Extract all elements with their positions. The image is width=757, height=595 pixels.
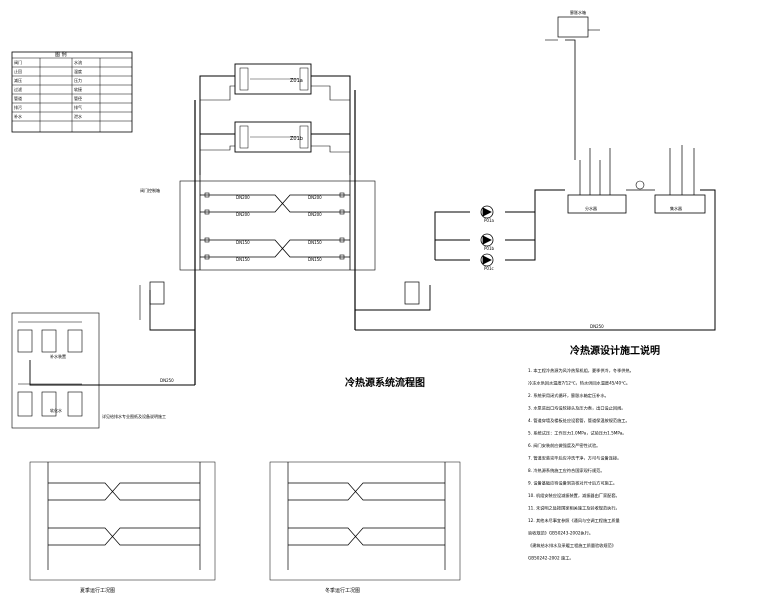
legend-cell: 管道 <box>14 95 22 101</box>
top-expansion-tank <box>557 16 589 38</box>
pump-group <box>480 205 494 267</box>
note-line: 7. 管道安装完毕后应冲洗干净，方可与设备连接。 <box>528 455 621 462</box>
side-box-label-1: 补水装置 <box>50 353 66 359</box>
note-line: 3. 水泵进出口均设软接头及压力表，出口设止回阀。 <box>528 405 625 412</box>
pump-label-2: P01b <box>484 246 495 251</box>
note-line: 11. 未说明之处按国家相关施工及验收规范执行。 <box>528 505 620 512</box>
pipe-tag: DN200 <box>308 212 322 217</box>
return-pipe-label: DN250 <box>590 324 604 329</box>
design-notes: 1. 本工程冷热源为风冷热泵机组，夏季供冷，冬季供热， 冷冻水供回水温度7/12… <box>528 367 634 562</box>
pipe-tag: DN150 <box>308 257 322 262</box>
side-box-note: 详见给排水专业图纸及设备说明施工 <box>102 413 166 419</box>
valve-zone-label: 阀门控制箱 <box>140 187 160 193</box>
pump-label-3: P01c <box>484 266 494 271</box>
makeup-water-box <box>11 312 100 429</box>
winter-diagram-title: 冬季运行工况图 <box>325 587 360 594</box>
legend-cell: 阀门 <box>14 59 22 65</box>
pipe-tag: DN150 <box>236 240 250 245</box>
pump-label-1: P01a <box>484 218 495 223</box>
legend-table <box>11 51 133 133</box>
note-line: 10. 机组安装应设减振装置，减振器由厂家配套。 <box>528 492 620 499</box>
pipe-tag: DN200 <box>236 195 250 200</box>
note-line: 冷冻水供回水温度7/12℃，热水供回水温度45/40℃。 <box>528 380 630 387</box>
note-line: 6. 阀门安装前应做强度及严密性试验。 <box>528 442 600 449</box>
collector-label: 集水器 <box>670 205 682 211</box>
note-line: 验收规范》GB50243-2002执行。 <box>528 530 593 537</box>
legend-cell: 软接 <box>74 86 82 92</box>
notes-title: 冷热源设计施工说明 <box>570 344 660 357</box>
note-line: 12. 其他未尽事宜参照《通风与空调工程施工质量 <box>528 517 620 524</box>
legend-title: 图 例 <box>55 51 67 58</box>
main-pipe-label: DN250 <box>160 378 174 383</box>
main-diagram-title: 冷热源系统流程图 <box>345 376 425 389</box>
legend-cell: 管径 <box>74 95 82 101</box>
note-line: 8. 冷热源系统施工应符合国家现行规范。 <box>528 467 605 474</box>
legend-cell: 压力 <box>74 77 82 83</box>
chiller-2 <box>234 121 312 153</box>
note-line: 1. 本工程冷热源为风冷热泵机组，夏季供冷，冬季供热， <box>528 367 634 374</box>
legend-cell: 排气 <box>74 104 82 110</box>
side-box-label-2: 软化水 <box>50 407 62 413</box>
pipe-tag: DN200 <box>236 212 250 217</box>
pipe-tag: DN200 <box>308 195 322 200</box>
note-line: GB50242-2002 施工。 <box>528 555 574 562</box>
distributor <box>567 194 627 214</box>
winter-diagram <box>269 461 461 581</box>
pipe-tag: DN150 <box>308 240 322 245</box>
legend-cell: 补水 <box>14 113 22 119</box>
legend-cell: 温度 <box>74 68 82 74</box>
pipe-tag: DN150 <box>236 257 250 262</box>
chiller-1 <box>234 63 312 95</box>
collector <box>654 194 706 214</box>
summer-diagram <box>29 461 216 581</box>
note-line: 4. 管道穿墙及楼板处应设套管，管道保温按规范施工。 <box>528 417 630 424</box>
legend-cell: 排污 <box>14 104 22 110</box>
legend-cell: 水流 <box>74 59 82 65</box>
legend-cell: 减压 <box>14 77 22 83</box>
expansion-tank-left <box>149 281 165 305</box>
legend-cell: 过滤 <box>14 86 22 92</box>
note-line: 2. 系统采用闭式循环，膨胀水箱定压补水。 <box>528 392 609 399</box>
top-tank-label: 膨胀水箱 <box>570 9 586 15</box>
legend-cell: 止回 <box>14 68 22 74</box>
distributor-label: 分水器 <box>585 205 597 211</box>
summer-diagram-title: 夏季运行工况图 <box>80 587 115 594</box>
legend-cell: 泄水 <box>74 113 82 119</box>
note-line: 9. 设备基础应待设备到货核对尺寸后方可施工。 <box>528 480 617 487</box>
note-line: 5. 系统试压：工作压力1.0MPa，试验压力1.5MPa。 <box>528 430 627 437</box>
expansion-tank-right <box>404 281 420 305</box>
chiller-2-label: Z01b <box>290 136 303 142</box>
chiller-1-label: Z01a <box>290 78 303 84</box>
crossover-pipes <box>199 175 351 270</box>
note-line: 《建筑给水排水及采暖工程施工质量验收规范》 <box>528 542 616 549</box>
valve-zone-box <box>179 180 376 271</box>
